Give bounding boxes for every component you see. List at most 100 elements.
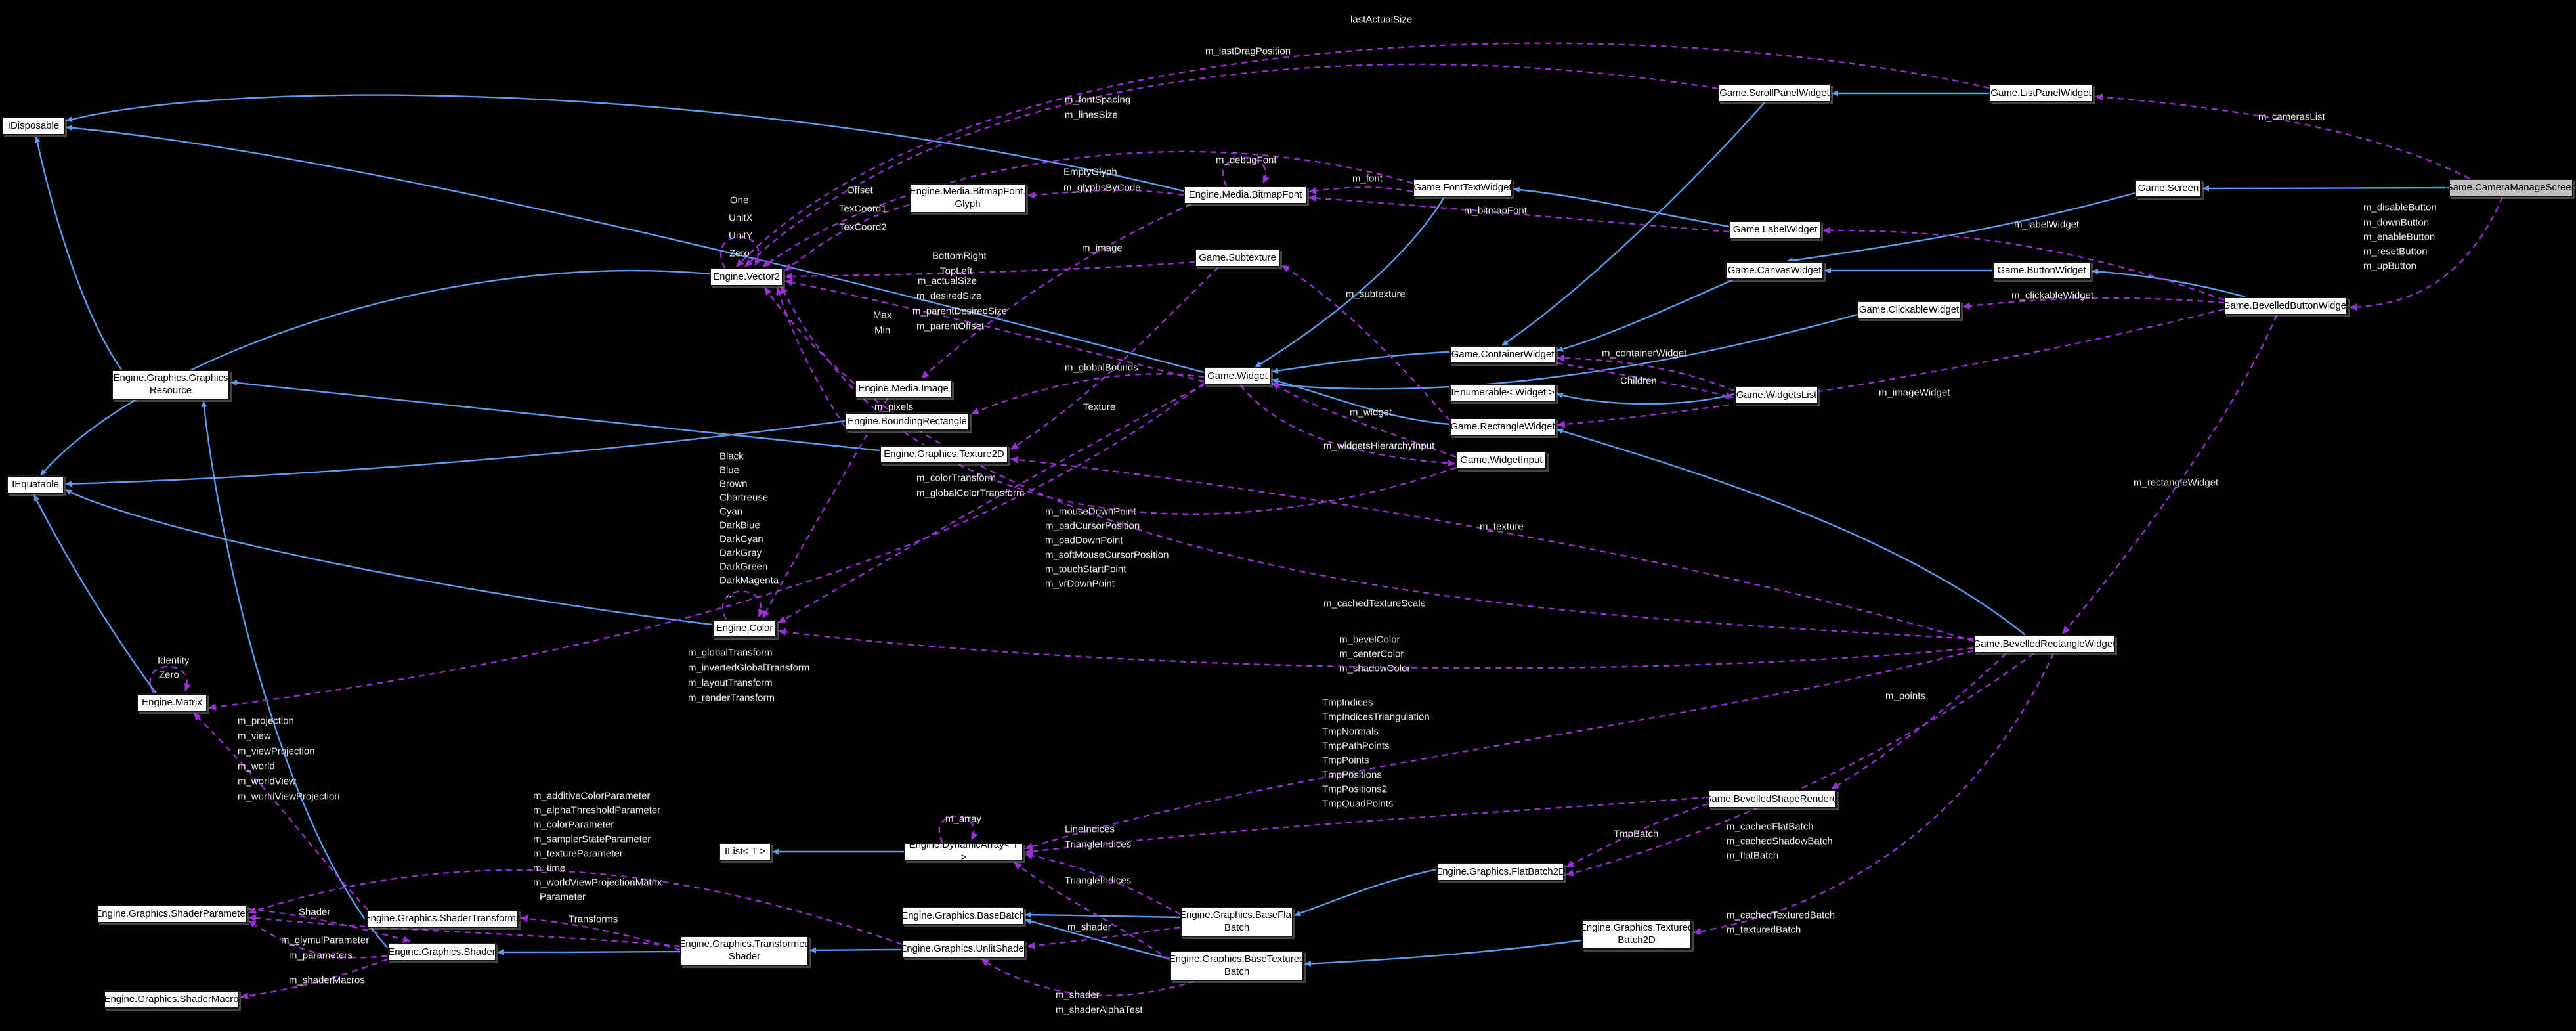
class-node-FlatBatch2D[interactable]: Engine.Graphics.FlatBatch2D: [1436, 863, 1566, 881]
edge-label: m_parentOffset: [916, 320, 985, 332]
usage-edge-ListPanelWidget-to-Vector2: [736, 42, 1990, 267]
class-node-ScrollPanelWidget[interactable]: Game.ScrollPanelWidget: [1718, 84, 1831, 102]
usage-edge-CameraManageScreen-to-BevelledButtonWidget: [2350, 196, 2504, 311]
class-node-FontTextWidget[interactable]: Game.FontTextWidget: [1413, 179, 1513, 197]
usage-edge-Widget-to-WidgetInput: [1240, 385, 1455, 467]
edge-label: Shader: [299, 906, 331, 918]
edge-label: TmpIndices: [1322, 697, 1373, 709]
usage-edge-Subtexture-to-Vector2: [784, 261, 1195, 280]
class-node-IDisposable[interactable]: IDisposable: [2, 117, 65, 135]
edge-label: One: [730, 194, 749, 206]
class-node-Glyph[interactable]: Engine.Media.BitmapFont. Glyph: [909, 183, 1026, 213]
class-node-BitmapFont[interactable]: Engine.Media.BitmapFont: [1184, 186, 1307, 204]
edge-label: TmpNormals: [1322, 726, 1379, 737]
class-node-DynamicArray[interactable]: Engine.DynamicArray< T >: [904, 839, 1023, 863]
edge-label: m_centerColor: [1339, 648, 1404, 660]
edge-label: m_invertedGlobalTransform: [688, 662, 810, 674]
usage-edge-BitmapFont-to-Glyph: [1027, 189, 1184, 199]
edge-label: Brown: [719, 478, 748, 490]
class-node-RectangleWidget[interactable]: Game.RectangleWidget: [1449, 418, 1556, 436]
edge-label: m_touchStartPoint: [1045, 563, 1127, 575]
class-node-TexturedBatch2D[interactable]: Engine.Graphics.Textured Batch2D: [1580, 919, 1693, 950]
inheritance-edge-BoundingRectangle-to-IEquatable: [65, 420, 846, 487]
inheritance-edge-BevelledButtonWidget-to-ButtonWidget: [2092, 269, 2246, 298]
class-node-BevelledRectangleWidget[interactable]: Game.BevelledRectangleWidget: [1973, 635, 2115, 653]
usage-edge-Vector2-self-loop: [719, 236, 762, 269]
edge-label: EmptyGlyph: [1063, 166, 1117, 178]
usage-edge-Subtexture-to-Texture2D: [1010, 267, 1219, 450]
class-node-CameraManageScreen: Game.CameraManageScreen: [2445, 179, 2576, 197]
class-node-BevelledButtonWidget[interactable]: Game.BevelledButtonWidget: [2223, 297, 2349, 315]
inheritance-edge-Texture2D-to-GraphicsResource: [230, 380, 880, 452]
edge-label: m_downButton: [2363, 217, 2430, 229]
class-node-LabelWidget[interactable]: Game.LabelWidget: [1729, 221, 1821, 239]
inheritance-edge-ScrollPanelWidget-to-ContainerWidget: [1501, 102, 1765, 346]
class-node-BevelledShapeRenderer[interactable]: Game.BevelledShapeRenderer: [1704, 790, 1841, 808]
class-node-ListPanelWidget[interactable]: Game.ListPanelWidget: [1989, 84, 2093, 102]
usage-edge-LabelWidget-to-BitmapFont: [1308, 194, 1730, 233]
class-node-ShaderMacro[interactable]: Engine.Graphics.ShaderMacro: [104, 990, 239, 1009]
inheritance-edge-FontTextWidget-to-Widget: [1255, 196, 1446, 368]
edge-label: DarkGreen: [719, 561, 768, 573]
usage-edge-TransformedShader-to-ShaderTransforms: [520, 915, 681, 951]
class-node-BoundingRectangle[interactable]: Engine.BoundingRectangle: [845, 412, 970, 431]
edge-label: m_enableButton: [2363, 231, 2436, 243]
edge-label: Min: [874, 324, 891, 336]
class-node-WidgetInput[interactable]: Game.WidgetInput: [1456, 451, 1547, 470]
class-node-IEquatable[interactable]: IEquatable: [7, 475, 64, 494]
usage-edge-BaseTexturedBatch-to-UnlitShader: [981, 958, 1195, 996]
edge-label: m_shader: [1056, 989, 1100, 1001]
inheritance-edge-BaseTexturedBatch-to-BaseBatch: [1025, 918, 1170, 960]
class-node-Texture2D[interactable]: Engine.Graphics.Texture2D: [880, 445, 1008, 464]
class-node-Matrix[interactable]: Engine.Matrix: [137, 693, 207, 712]
edge-label: Texture: [1083, 401, 1116, 413]
class-node-ContainerWidget[interactable]: Game.ContainerWidget: [1449, 345, 1556, 364]
edge-label: m_containerWidget: [1602, 347, 1687, 359]
edge-label: m_upButton: [2363, 260, 2416, 272]
edge-label: m_additiveColorParameter: [533, 790, 651, 802]
class-node-BaseFlatBatch[interactable]: Engine.Graphics.BaseFlat Batch: [1180, 907, 1294, 937]
class-node-WidgetsList[interactable]: Game.WidgetsList: [1734, 386, 1818, 405]
inheritance-edge-ContainerWidget-to-Widget: [1272, 351, 1450, 374]
edge-label: m_texture: [1480, 521, 1524, 533]
class-node-Image[interactable]: Engine.Media.Image: [855, 380, 952, 398]
edge-label: m_worldViewProjection: [238, 791, 340, 802]
inheritance-edge-LabelWidget-to-FontTextWidget: [1513, 186, 1730, 228]
class-node-ShaderTransforms[interactable]: Engine.Graphics.ShaderTransforms: [364, 910, 521, 928]
edge-label: m_alphaThresholdParameter: [533, 804, 661, 816]
class-node-IEnumerable[interactable]: IEnumerable< Widget >: [1449, 384, 1556, 402]
inheritance-edge-BevelledRectangleWidget-to-RectangleWidget: [1556, 428, 2026, 636]
class-node-Subtexture[interactable]: Game.Subtexture: [1195, 249, 1280, 267]
edge-label: m_labelWidget: [2014, 219, 2080, 230]
class-node-BaseTexturedBatch[interactable]: Engine.Graphics.BaseTextured Batch: [1169, 951, 1304, 981]
class-node-Shader[interactable]: Engine.Graphics.Shader: [387, 943, 496, 961]
edge-label: m_texturedBatch: [1727, 924, 1801, 936]
edge-label: m_worldViewProjectionMatrix: [533, 877, 662, 888]
inheritance-edge-BitmapFont-to-IDisposable: [66, 94, 1184, 192]
inheritance-edge-Shader-to-GraphicsResource: [201, 401, 388, 948]
class-node-Vector2[interactable]: Engine.Vector2: [710, 268, 783, 286]
class-node-CanvasWidget[interactable]: Game.CanvasWidget: [1725, 261, 1824, 280]
class-node-ShaderParameter[interactable]: Engine.Graphics.ShaderParameter: [95, 905, 249, 923]
class-node-Widget[interactable]: Game.Widget: [1204, 367, 1271, 385]
class-node-UnlitShader[interactable]: Engine.Graphics.UnlitShader: [900, 940, 1027, 958]
usage-edge-Color-self-loop: [721, 590, 765, 620]
inheritance-edge-Matrix-to-IEquatable: [33, 494, 157, 694]
edge-label: TriangleIndices: [1065, 839, 1132, 850]
class-node-Screen[interactable]: Game.Screen: [2135, 179, 2202, 198]
edge-label: Parameter: [540, 891, 586, 903]
class-node-BaseBatch[interactable]: Engine.Graphics.BaseBatch: [901, 907, 1025, 925]
class-node-ClickableWidget[interactable]: Game.ClickableWidget: [1857, 301, 1961, 319]
class-node-Color[interactable]: Engine.Color: [712, 619, 777, 638]
class-node-ButtonWidget[interactable]: Game.ButtonWidget: [1992, 261, 2091, 280]
edge-label: m_flatBatch: [1727, 850, 1779, 862]
class-node-GraphicsResource[interactable]: Engine.Graphics.Graphics Resource: [112, 370, 230, 400]
edge-label: TmpQuadPoints: [1322, 798, 1394, 810]
usage-edge-BevelledRectangleWidget-to-DynamicArray: [1025, 649, 1974, 850]
edge-label: Zero: [159, 669, 179, 681]
edge-label: m_parentDesiredSize: [912, 305, 1008, 317]
class-node-IList[interactable]: IList< T >: [719, 843, 771, 861]
class-node-TransformedShader[interactable]: Engine.Graphics.Transformed Shader: [679, 936, 810, 966]
edge-label: m_imageWidget: [1879, 387, 1950, 399]
